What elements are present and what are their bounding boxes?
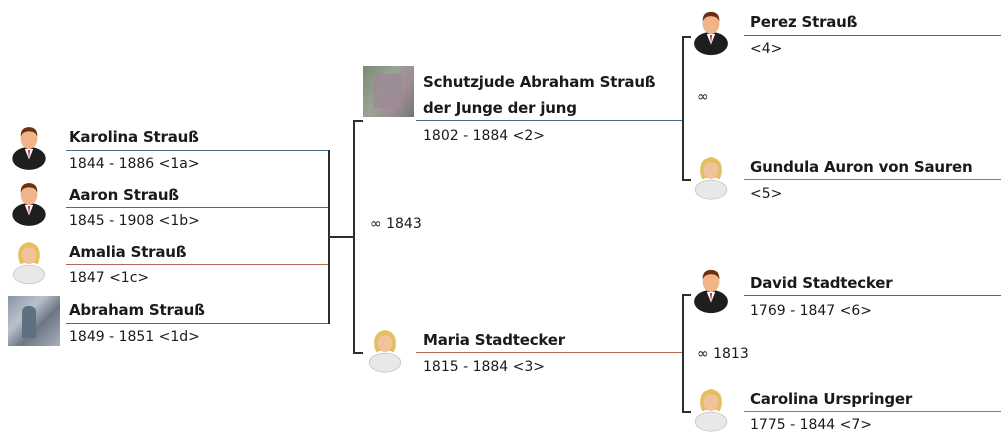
underline: [744, 295, 1001, 296]
photo-icon: [8, 296, 60, 346]
marriage-label: ∞ 1813: [697, 346, 749, 362]
connector: [682, 294, 684, 412]
person-name: Amalia Strauß: [69, 243, 187, 261]
person-dates: 1769 - 1847 <6>: [750, 303, 873, 319]
connector: [353, 120, 363, 122]
female-icon: [694, 388, 728, 432]
female-icon: [694, 156, 728, 200]
underline: [416, 352, 683, 353]
person-dates: <5>: [750, 186, 783, 202]
female-icon: [12, 241, 46, 285]
connector: [353, 352, 363, 354]
underline: [744, 411, 1001, 412]
marriage-label: ∞ 1843: [370, 216, 422, 232]
connector: [682, 294, 691, 296]
person-name: Abraham Strauß: [69, 301, 205, 319]
person-dates: 1845 - 1908 <1b>: [69, 213, 200, 229]
underline: [66, 150, 329, 151]
female-icon: [368, 329, 402, 373]
person-name-line2: der Junge der jung: [423, 99, 577, 117]
underline: [66, 207, 329, 208]
person-name: Karolina Strauß: [69, 128, 199, 146]
person-name: Schutzjude Abraham Strauß: [423, 73, 656, 91]
person-dates: 1815 - 1884 <3>: [423, 359, 546, 375]
underline: [744, 179, 1001, 180]
person-dates: 1844 - 1886 <1a>: [69, 156, 200, 172]
underline: [416, 120, 683, 121]
person-dates: 1849 - 1851 <1d>: [69, 329, 200, 345]
connector: [353, 120, 355, 354]
person-dates: <4>: [750, 41, 783, 57]
photo-icon: [363, 66, 414, 117]
person-name: Maria Stadtecker: [423, 331, 565, 349]
connector: [682, 36, 691, 38]
connector: [682, 179, 691, 181]
person-name: Aaron Strauß: [69, 186, 179, 204]
male-icon: [694, 269, 728, 314]
underline: [66, 323, 329, 324]
person-name: David Stadtecker: [750, 274, 893, 292]
male-icon: [12, 183, 46, 226]
person-name: Perez Strauß: [750, 13, 858, 31]
underline: [744, 35, 1001, 36]
person-dates: 1775 - 1844 <7>: [750, 417, 873, 433]
underline: [66, 264, 329, 265]
connector: [682, 411, 691, 413]
male-icon: [694, 11, 728, 56]
connector: [328, 236, 354, 238]
male-icon: [12, 127, 46, 170]
marriage-label: ∞: [697, 89, 709, 105]
person-name: Gundula Auron von Sauren: [750, 158, 973, 176]
person-dates: 1847 <1c>: [69, 270, 150, 286]
connector: [682, 36, 684, 180]
person-name: Carolina Urspringer: [750, 390, 913, 408]
person-dates: 1802 - 1884 <2>: [423, 128, 546, 144]
